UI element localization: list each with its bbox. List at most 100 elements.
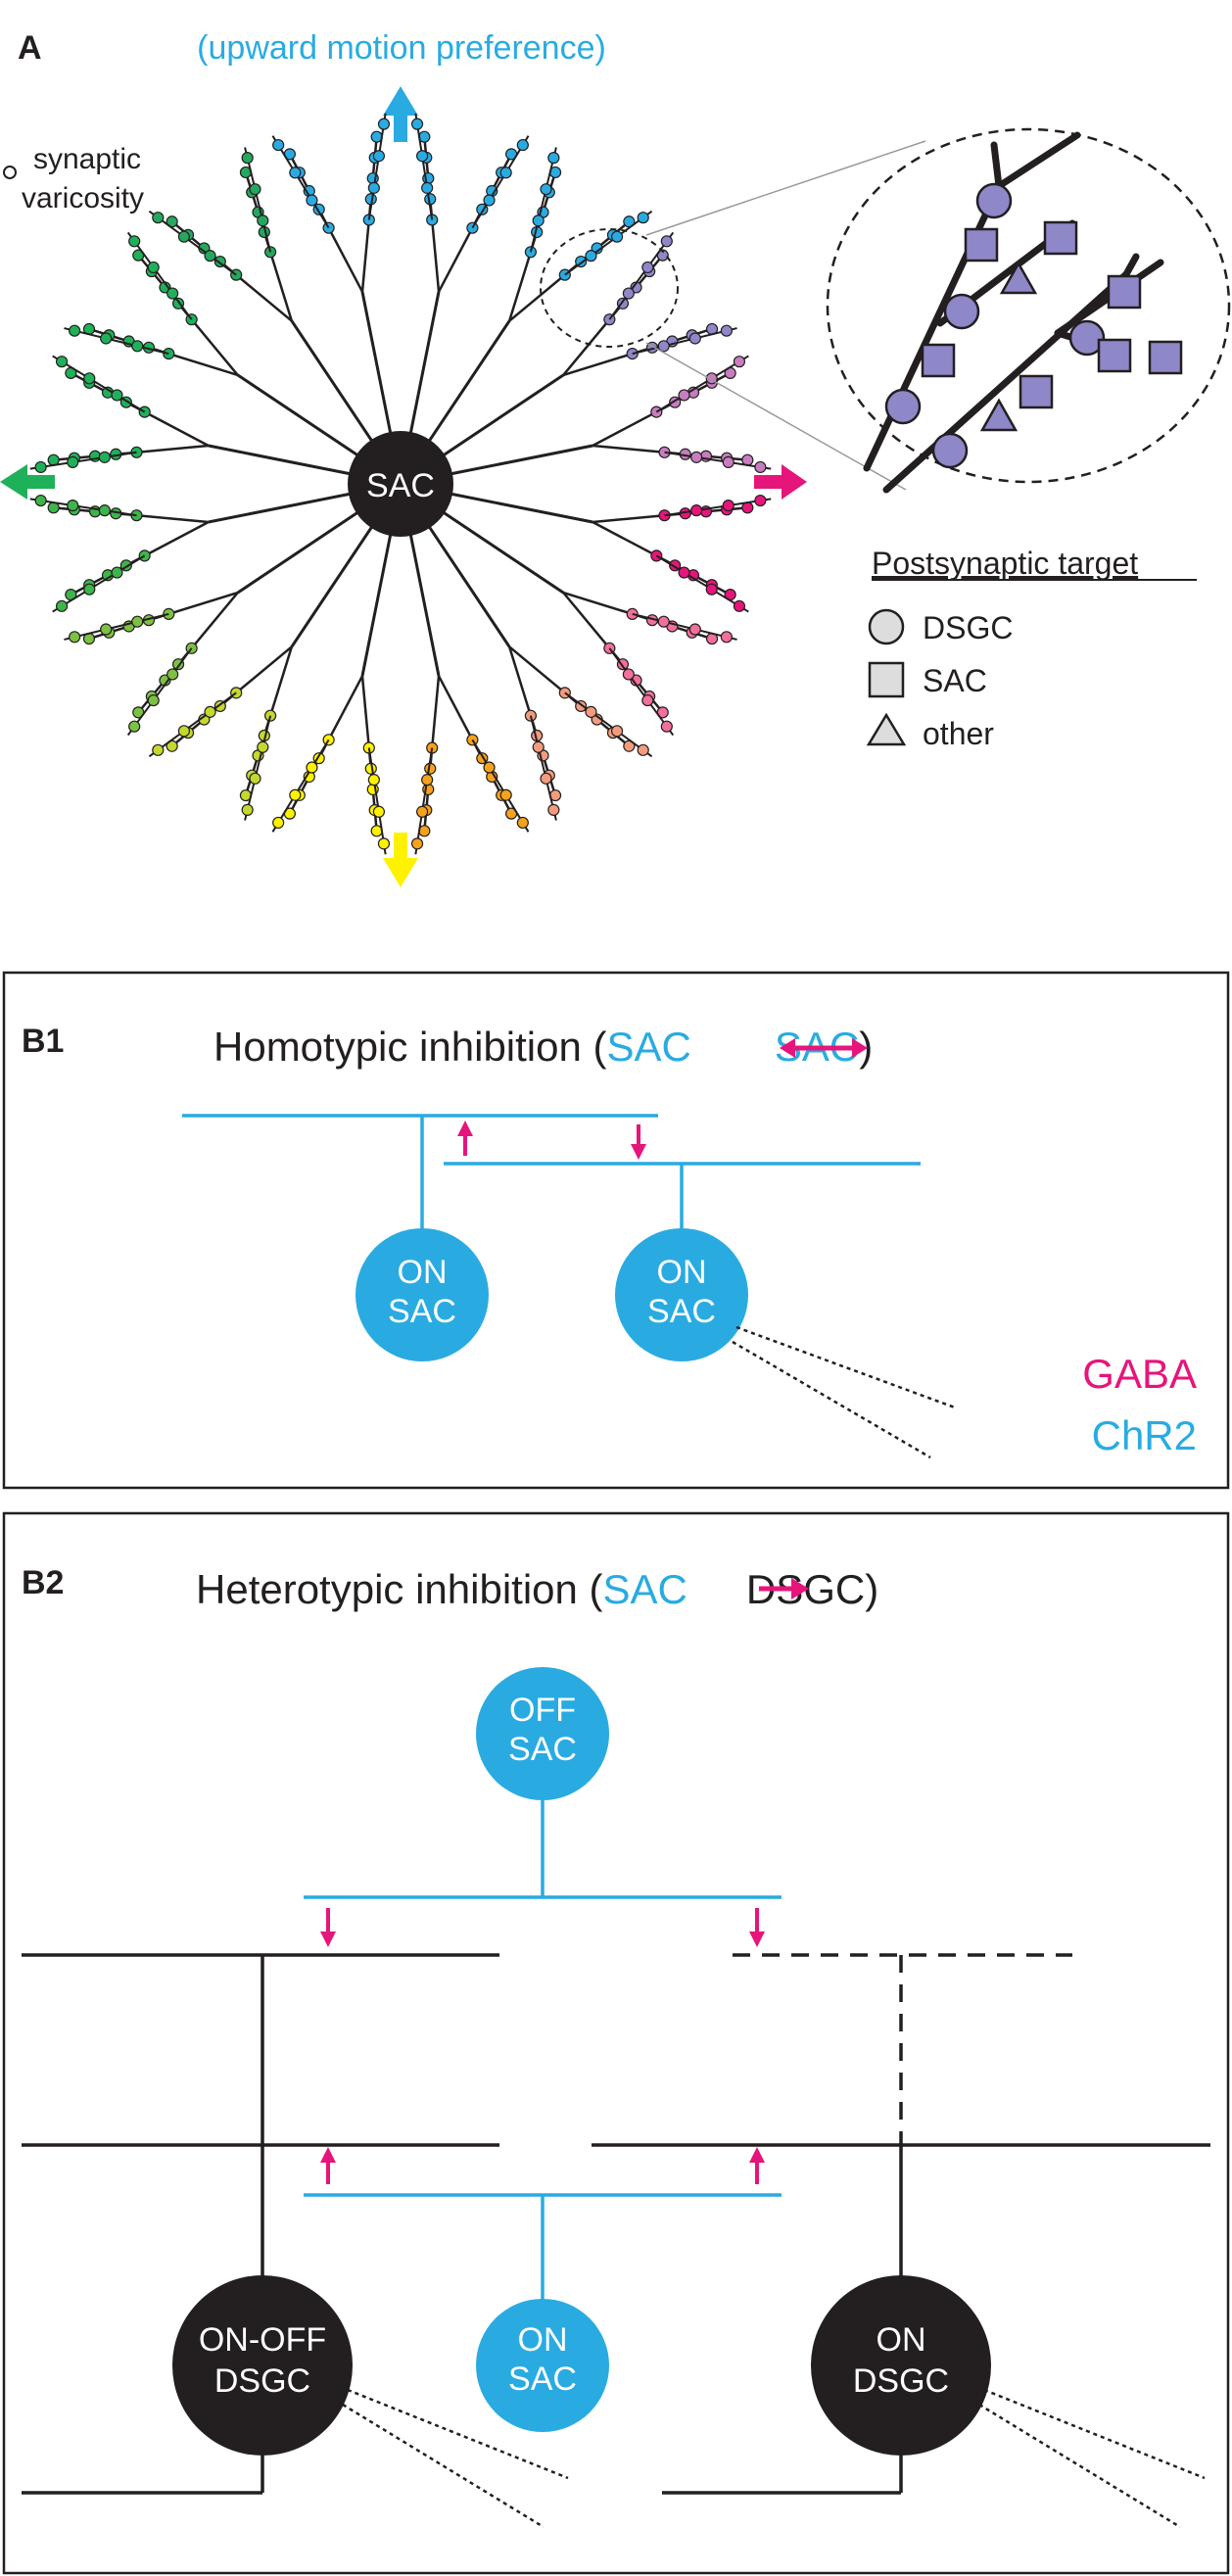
synaptic-varicosity — [678, 566, 690, 579]
bidirectional-arrow-icon — [780, 1038, 868, 1058]
synaptic-varicosity — [241, 803, 254, 816]
synaptic-varicosity — [204, 250, 216, 262]
synaptic-varicosity — [177, 725, 191, 738]
synaptic-varicosity — [516, 816, 529, 830]
synaptic-varicosity — [641, 261, 654, 274]
synaptic-varicosity — [733, 356, 746, 368]
right-arrow-icon — [754, 464, 807, 500]
synaptic-varicosity — [722, 499, 734, 512]
synaptic-varicosity — [98, 451, 111, 463]
synaptic-varicosity — [147, 693, 160, 707]
circle-icon — [868, 608, 905, 645]
up-arrow-icon — [383, 86, 418, 142]
synaptic-varicosity — [722, 455, 734, 469]
sac-target-icon — [1148, 340, 1183, 375]
left-arrow-icon — [0, 464, 55, 500]
synaptic-varicosity — [166, 287, 179, 300]
panel-b2-letter: B2 — [22, 1564, 64, 1601]
synaptic-varicosity — [377, 118, 391, 130]
legend-sac: SAC — [868, 661, 987, 698]
synaptic-varicosity — [532, 740, 545, 753]
legend-other-label: other — [923, 716, 994, 751]
synaptic-varicosity — [83, 372, 96, 385]
synaptic-varicosity — [98, 504, 111, 517]
synaptic-varicosity — [688, 332, 701, 345]
other-target-icon — [999, 261, 1038, 295]
zoom-guide-top — [645, 140, 926, 236]
synaptic-varicosity — [67, 499, 79, 512]
synaptic-varicosity — [690, 504, 703, 517]
on-sac-line2: SAC — [508, 2361, 577, 2398]
dsgc-target-icon — [884, 388, 922, 425]
synaptic-varicosity — [641, 693, 654, 707]
synaptic-varicosity — [657, 340, 670, 353]
synaptic-varicosity — [690, 451, 703, 463]
synaptic-varicosity — [289, 788, 302, 801]
panel-a: A (upward motion preference) synaptic va… — [0, 29, 1231, 887]
synaptic-varicosity — [585, 705, 597, 718]
legend-dsgc-label: DSGC — [923, 610, 1013, 645]
synaptic-varicosity — [83, 583, 96, 596]
synaptic-varicosity — [657, 615, 670, 628]
synaptic-varicosity — [421, 181, 434, 194]
synaptic-varicosity — [483, 194, 496, 207]
synaptic-varicosity — [754, 460, 767, 474]
triangle-icon — [866, 712, 907, 746]
synaptic-varicosity — [610, 230, 624, 243]
dsgc-target-icon — [1068, 319, 1106, 357]
synaptic-varicosity — [272, 816, 285, 830]
on-sac-right-cell: ON SAC — [615, 1228, 748, 1361]
synaptic-varicosity — [637, 743, 649, 756]
synaptic-varicosity — [100, 623, 113, 636]
onoff-dsgc-line1: ON-OFF — [199, 2321, 326, 2359]
synaptic-varicosity — [733, 599, 746, 612]
on-sac-right-line2: SAC — [647, 1293, 716, 1330]
on-sac-cell: ON SAC — [476, 2299, 609, 2432]
onoff-dsgc-line2: DSGC — [214, 2362, 310, 2400]
off-sac-line1: OFF — [509, 1692, 576, 1729]
legend-chr2: ChR2 — [1092, 1412, 1197, 1458]
on-sac-left-line1: ON — [398, 1254, 448, 1291]
onoff-dsgc-cell: ON-OFF DSGC — [172, 2275, 353, 2456]
panel-b2-frame — [2, 1511, 1230, 2575]
sac-target-icon — [921, 343, 956, 378]
dsgc-target-icon — [931, 432, 969, 469]
synaptic-varicosity — [678, 389, 690, 402]
synaptic-varicosity — [499, 788, 512, 801]
synaptic-varicosity — [177, 230, 191, 243]
on-sac-left-line2: SAC — [388, 1293, 456, 1330]
legend-dsgc: DSGC — [868, 608, 1013, 645]
synaptic-varicosity — [257, 740, 269, 753]
down-arrow-icon — [383, 833, 418, 887]
dsgc-target-icon — [975, 182, 1013, 219]
synaptic-varicosity — [55, 356, 69, 368]
varicosity-legend-icon — [3, 166, 17, 179]
sac-soma-label: SAC — [366, 467, 435, 504]
synaptic-varicosity — [147, 261, 160, 274]
synaptic-varicosity — [100, 332, 113, 345]
other-target-icon — [979, 398, 1019, 432]
synaptic-varicosity — [705, 583, 718, 596]
synaptic-varicosity — [69, 631, 81, 644]
sac-target-icon — [1097, 338, 1132, 373]
synaptic-varicosity — [367, 774, 380, 787]
onoff-pipette-line2 — [342, 2403, 545, 2529]
synaptic-varicosity — [367, 181, 380, 194]
synaptic-varicosity — [660, 720, 673, 733]
synaptic-varicosity — [289, 167, 302, 179]
synaptic-varicosity — [540, 772, 552, 785]
synaptic-varicosity — [152, 743, 165, 756]
synaptic-varicosity — [532, 215, 545, 227]
synaptic-varicosity — [377, 837, 391, 850]
synaptic-varicosity — [483, 761, 496, 774]
synaptic-varicosity — [128, 720, 141, 733]
sac-target-icon — [1107, 274, 1142, 310]
panel-b1-frame — [2, 971, 1230, 1490]
off-sac-line2: SAC — [508, 1731, 577, 1768]
sac-soma: SAC — [348, 431, 453, 537]
synaptic-varicosity — [415, 805, 429, 818]
synaptic-varicosity — [249, 772, 261, 785]
